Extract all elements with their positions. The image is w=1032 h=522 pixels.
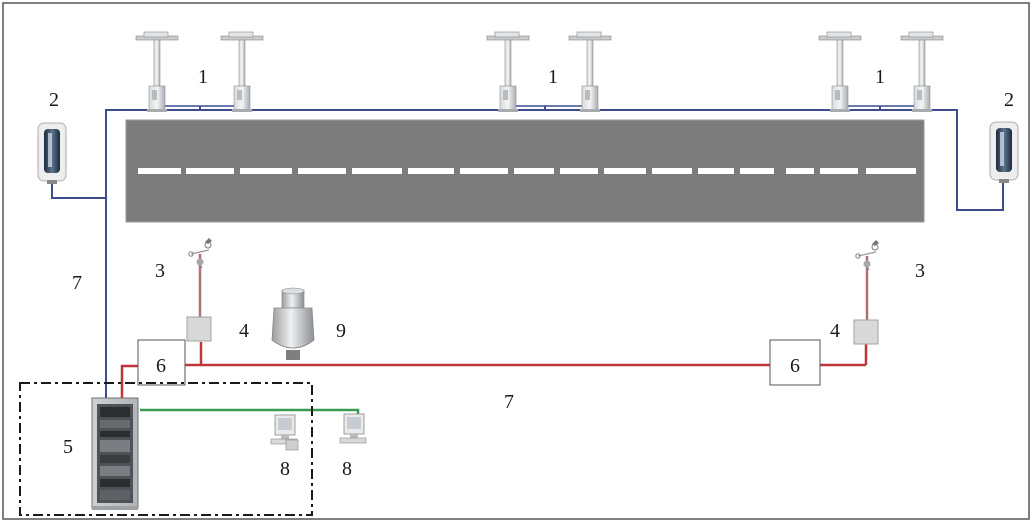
red-cable-network — [120, 342, 868, 400]
transmissometer-pair-2 — [486, 31, 612, 113]
label-workstation-right: 8 — [342, 458, 352, 480]
converter-box-right — [769, 339, 821, 386]
transmissometer-pair-1 — [135, 31, 264, 113]
label-workstation-left: 8 — [280, 458, 290, 480]
label-cable-center: 7 — [504, 391, 514, 413]
label-transmissometer-2: 1 — [548, 66, 558, 88]
junction-box-right — [853, 319, 879, 345]
converter-box-left — [137, 339, 186, 386]
runway-centerline — [138, 168, 916, 174]
printer — [285, 439, 299, 451]
label-cable-left: 7 — [72, 272, 82, 294]
operation-area-boundary — [19, 382, 313, 516]
workstation-right — [339, 413, 367, 444]
label-present-weather-right: 2 — [1004, 89, 1014, 111]
equipment-cabinet — [91, 397, 139, 510]
blue-cable-network — [51, 106, 1004, 398]
label-present-weather-left: 2 — [49, 89, 59, 111]
label-transmissometer-3: 1 — [875, 66, 885, 88]
transmissometer-pair-3 — [818, 31, 944, 113]
runway — [125, 119, 925, 223]
workstation-left — [270, 414, 298, 445]
junction-box-left — [186, 316, 212, 342]
ceilometer — [271, 287, 315, 360]
label-transmissometer-1: 1 — [198, 66, 208, 88]
label-converter-left: 6 — [156, 355, 166, 377]
present-weather-sensor-left — [37, 122, 67, 185]
label-converter-right: 6 — [790, 355, 800, 377]
label-cabinet: 5 — [63, 436, 73, 458]
label-ceilometer: 9 — [336, 320, 346, 342]
label-wind-right: 3 — [915, 260, 925, 282]
label-junction-right: 4 — [830, 320, 840, 342]
label-junction-left: 4 — [239, 320, 249, 342]
component-labels: 1 1 1 2 2 7 3 3 4 4 9 6 6 7 5 8 8 — [49, 66, 1014, 480]
present-weather-sensor-right — [989, 121, 1019, 184]
label-wind-left: 3 — [155, 260, 165, 282]
